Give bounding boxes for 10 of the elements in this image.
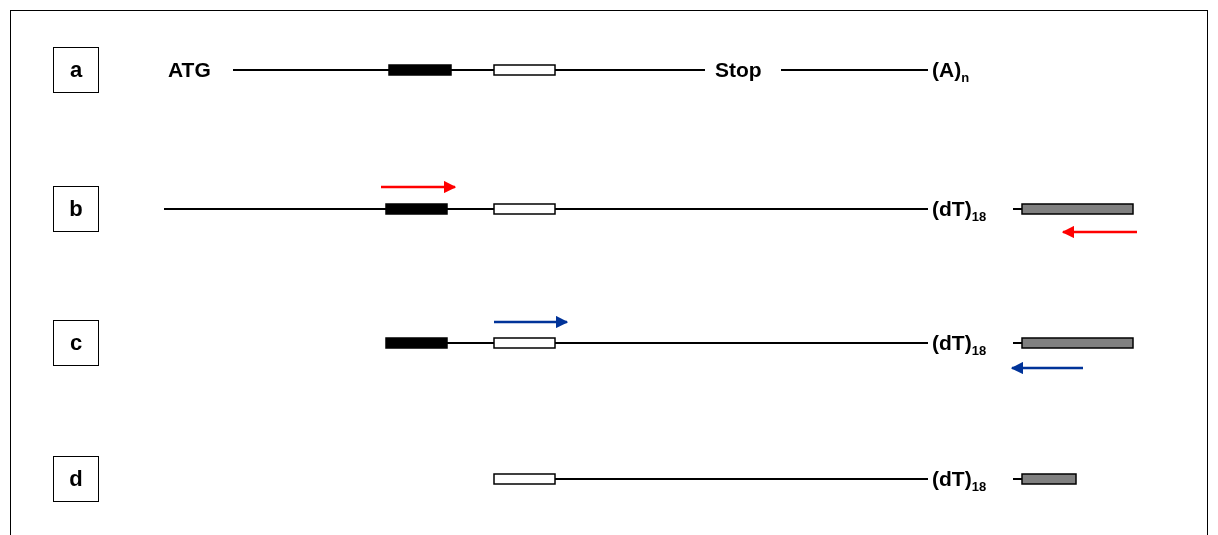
start-codon-label: ATG	[168, 58, 211, 82]
panel-letter: d	[53, 456, 99, 502]
panel-letter: c	[53, 320, 99, 366]
panel-letter: b	[53, 186, 99, 232]
stop-codon-label: Stop	[715, 58, 762, 82]
poly-a-label: (A)$_{n}$	[932, 58, 970, 87]
oligo-dt-label: (dT)$_{18}$	[932, 197, 987, 226]
oligo-dt-label: (dT)$_{18}$	[932, 467, 987, 496]
panel-letter: a	[53, 47, 99, 93]
oligo-dt-label: (dT)$_{18}$	[932, 331, 987, 360]
